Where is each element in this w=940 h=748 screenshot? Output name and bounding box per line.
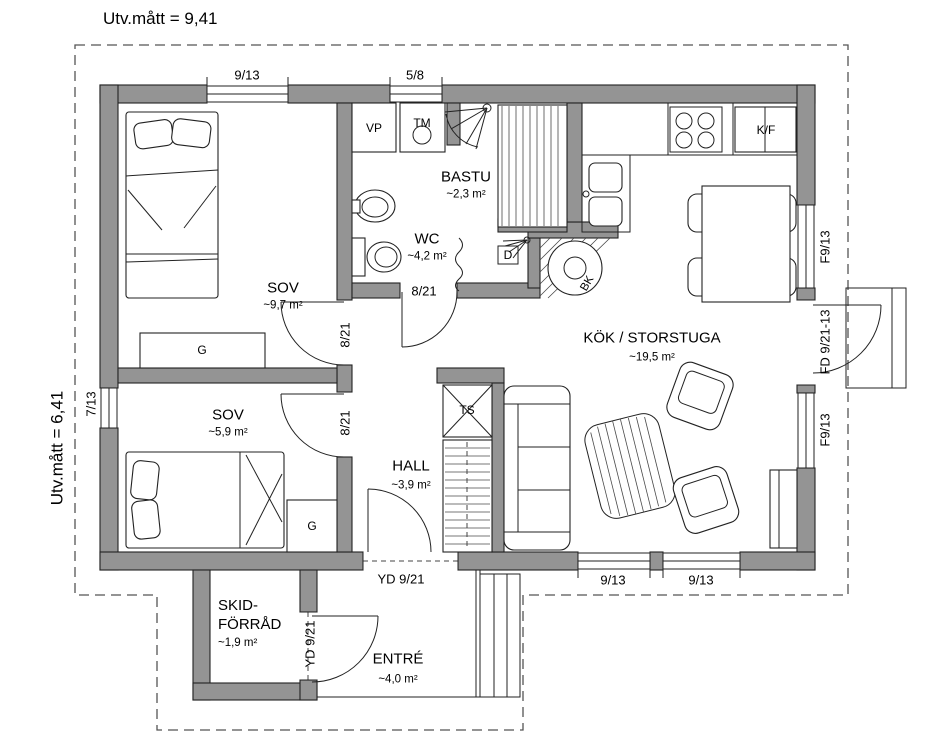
room-entre-area: ~4,0 m² [378, 673, 418, 686]
heat-pump-cabinet [351, 102, 397, 153]
exterior-landing [845, 287, 907, 389]
furniture [125, 102, 798, 553]
room-sov1-area: ~9,7 m² [263, 299, 303, 312]
room-kok-name: KÖK / STORSTUGA [583, 329, 721, 347]
window-top-left [206, 77, 289, 103]
room-hall-name: HALL [392, 457, 430, 475]
bed-sov1 [125, 111, 219, 299]
door-sov2-tag: 8/21 [337, 410, 353, 436]
wardrobe-sov1 [139, 332, 266, 369]
door-hall-tag: YD 9/21 [377, 571, 425, 587]
dining-table [701, 185, 791, 303]
room-sov2-area: ~5,9 m² [208, 426, 248, 439]
drying-cabinet-box [442, 384, 493, 438]
window-top-mid [389, 77, 443, 103]
window-top-mid-tag: 5/8 [405, 67, 425, 83]
armchair-1 [666, 361, 734, 431]
room-skidforrad-name-line1: SKID- [218, 597, 259, 614]
room-bastu-area: ~2,3 m² [446, 188, 486, 201]
window-bottom-right [662, 552, 741, 578]
wc-sink [351, 189, 396, 223]
door-skidforrad-exterior [300, 611, 379, 683]
window-right-top-tag: F9/13 [817, 230, 833, 264]
armchair-2 [672, 466, 740, 534]
door-sov1-tag: 8/21 [337, 322, 353, 348]
room-skidforrad-name-line2: FÖRRÅD [218, 616, 282, 633]
washing-machine [399, 102, 446, 153]
room-kok-area: ~19,5 m² [629, 351, 675, 364]
door-sov2 [280, 393, 345, 458]
walls [99, 84, 816, 701]
toilet [351, 237, 402, 277]
window-left-tag: 7/13 [83, 391, 99, 417]
wardrobe-sov2-tag: G [307, 519, 317, 533]
wardrobe-sov1-tag: G [197, 343, 207, 357]
window-bottom-left [577, 552, 651, 578]
door-sov1 [280, 301, 345, 366]
window-bottom-left-tag: 9/13 [600, 572, 626, 588]
fridge-freezer-tag: K/F [756, 123, 776, 137]
window-bottom-right-tag: 9/13 [688, 572, 714, 588]
window-top-left-tag: 9/13 [234, 67, 260, 83]
sauna-benches [497, 104, 568, 228]
fridge-freezer [734, 106, 797, 153]
heat-pump-tag: VP [365, 121, 383, 135]
room-bastu-name: BASTU [440, 168, 492, 186]
kitchen-sink [582, 162, 623, 227]
room-sov2-name: SOV [212, 406, 244, 424]
entre-porch [317, 570, 521, 698]
sofa [503, 385, 571, 551]
window-right-bottom [797, 392, 815, 469]
cooktop [669, 106, 723, 153]
door-hall-exterior [362, 488, 459, 570]
windows [100, 77, 815, 578]
room-skidforrad-area: ~1,9 m² [218, 637, 258, 649]
washing-machine-tag: TM [413, 116, 431, 130]
door-wc [401, 291, 458, 348]
tv-bench [769, 469, 798, 549]
doors [280, 291, 882, 683]
door-skidforrad-tag: YD 9/21 [302, 620, 318, 668]
door-right-tag: FD 9/21-13 [817, 309, 833, 375]
wardrobe-sov2 [286, 499, 338, 553]
shower-curtain [455, 237, 463, 292]
dimension-width-label: Utv.mått = 9,41 [103, 9, 218, 28]
drying-cabinet-tag: TS [459, 403, 475, 417]
room-entre-name: ENTRÉ [372, 650, 424, 668]
rug [584, 413, 676, 519]
room-sov1-name: SOV [267, 279, 299, 297]
door-wc-tag: 8/21 [411, 283, 437, 299]
bed-sov2 [125, 451, 285, 549]
room-wc-area: ~4,2 m² [407, 250, 447, 263]
room-wc-name: WC [414, 230, 440, 248]
room-hall-area: ~3,9 m² [391, 479, 431, 492]
roof-overhang-outline [74, 44, 849, 731]
kitchen-counter [581, 102, 798, 233]
shower-tag: D [503, 248, 513, 262]
wood-stove [539, 237, 611, 299]
window-left [100, 387, 118, 429]
hall-closet [442, 439, 493, 553]
door-right-exterior [797, 299, 882, 386]
window-right-bottom-tag: F9/13 [817, 413, 833, 447]
window-right-top [797, 204, 815, 289]
shower-box [497, 245, 519, 265]
sauna-heater-icon [444, 103, 492, 150]
dimension-height-label: Utv.mått = 6,41 [47, 390, 67, 506]
